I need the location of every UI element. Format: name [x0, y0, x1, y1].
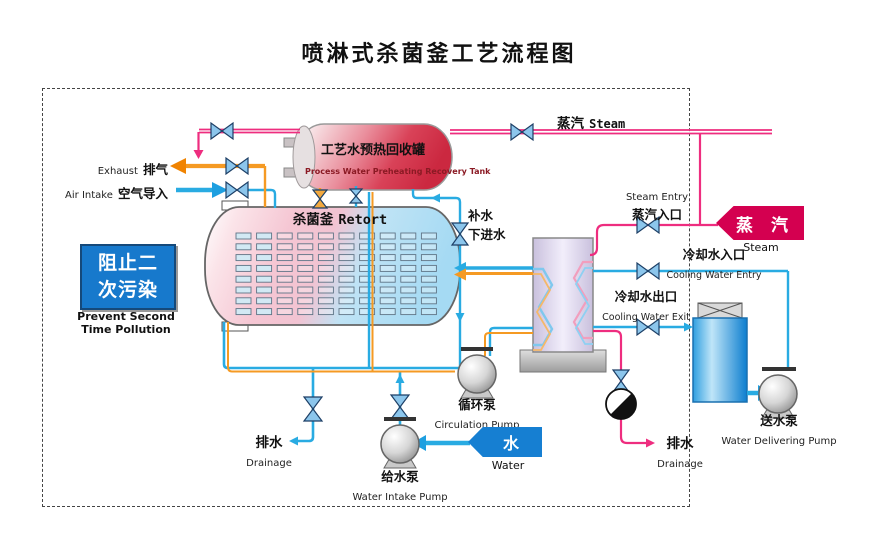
pump-circulation: [457, 347, 497, 399]
steam-trap: [605, 388, 637, 420]
cooling-water-tank: [692, 302, 748, 403]
drain-right-arrow: [646, 438, 655, 448]
pump-water-intake: [380, 417, 420, 469]
valve-steam-main: [510, 122, 534, 142]
steam-vent-arrow: [193, 150, 204, 159]
steam-entry-label: Steam Entry 蒸汽入口: [625, 192, 689, 223]
spray-return-arrow-orange: [454, 268, 466, 281]
exhaust-arrow: [170, 158, 186, 174]
valve-cooling-exit: [636, 317, 660, 337]
water-supply-tag: 水: [468, 427, 542, 457]
retort-label: 杀菌釜 Retort: [292, 212, 388, 228]
drainage-right-label: 排水 Drainage: [657, 436, 703, 471]
exhaust-label: Exhaust 排气: [97, 162, 168, 177]
prevent-pollution-en-label: Prevent Second Time Pollution: [77, 310, 175, 337]
air-intake-arrow: [212, 182, 228, 198]
pump-water-delivering: [758, 367, 798, 419]
heat-exchanger-vessel: [519, 237, 607, 373]
valve-water-intake: [389, 394, 411, 420]
drainage-left-label: 排水 Drainage: [246, 435, 292, 470]
intake-up-arrow: [395, 374, 405, 383]
valve-steam-entry: [636, 215, 660, 235]
air-intake-label: Air Intake 空气导入: [65, 186, 168, 201]
steam-supply-en-label: Steam: [743, 241, 779, 254]
bottom-inlet-arrow: [455, 313, 465, 322]
water-supply-en-label: Water: [491, 459, 525, 472]
valve-air-intake: [225, 180, 249, 200]
valve-steam-vent: [210, 121, 234, 141]
valve-exhaust: [225, 156, 249, 176]
cooling-exit-label: 冷却水出口 Cooling Water Exit: [602, 289, 690, 324]
dashed-border: [42, 88, 690, 507]
steam-main-label: 蒸汽 Steam: [557, 116, 626, 132]
water-intake-pump-label: 给水泵 Water Intake Pump: [352, 469, 448, 504]
piping-air: [182, 163, 533, 373]
makeup-water-label: 补水: [468, 208, 494, 223]
water-delivering-pump-label: 送水泵 Water Delivering Pump: [721, 413, 837, 448]
retort-vessel: [204, 192, 461, 332]
valve-recovery-riser: [311, 189, 329, 209]
cooling-exit-arrow: [684, 322, 693, 332]
makeup-top-arrow: [431, 193, 440, 203]
valve-recovery-return: [348, 188, 364, 204]
exchanger-coil-right: [572, 260, 593, 340]
valve-cooling-entry: [636, 261, 660, 281]
valve-makeup-water: [450, 222, 470, 246]
drain-left-arrow: [289, 436, 298, 446]
recovery-tank-vessel: [283, 123, 453, 191]
bottom-inlet-label: 下进水: [468, 227, 506, 242]
recovery-tank-label: 工艺水预热回收罐 Process Water Preheating Recove…: [305, 143, 491, 176]
valve-drain-left: [302, 396, 324, 422]
steam-supply-tag: 蒸 汽: [716, 206, 804, 240]
prevent-pollution-box: 阻止二 次污染: [80, 244, 176, 310]
page-title: 喷淋式杀菌釜工艺流程图: [301, 42, 577, 67]
circulation-pump-label: 循环泵 Circulation Pump: [434, 397, 520, 432]
cooling-entry-label: 冷却水入口 Cooling Water Entry: [666, 247, 762, 282]
retort-tray-grid: [235, 232, 437, 316]
